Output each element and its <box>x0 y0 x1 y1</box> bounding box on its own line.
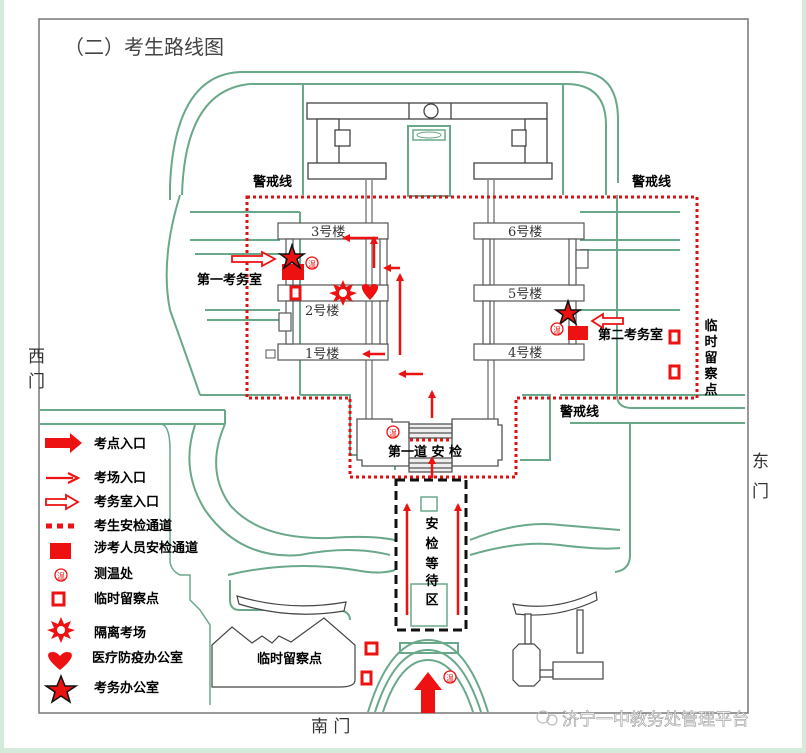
legend-label-1: 考点入口 <box>94 436 146 452</box>
exam-office-stars <box>277 242 583 327</box>
temp-observation-south-label: 临时留察点 <box>257 651 322 667</box>
temperature-icon-text: 温 <box>308 260 316 269</box>
watermark-text: 济宁一中教务处管理平台 <box>562 710 749 730</box>
thermometer-stamp-icon <box>54 568 68 582</box>
waiting-area-char-3: 等 <box>424 556 438 572</box>
hollow-square-icon <box>51 591 66 607</box>
west-gate-char-1: 西 <box>28 347 45 367</box>
temperature-points: 温 温 温 温 <box>305 256 564 684</box>
star-icon <box>553 298 583 327</box>
temperature-icon-text: 温 <box>553 326 561 335</box>
waiting-area-char-1: 安 <box>425 516 438 532</box>
legend-label-4: 考生安检通道 <box>94 518 172 534</box>
filled-square-icon <box>50 543 71 559</box>
waiting-area-char-5: 区 <box>425 593 438 608</box>
east-gate-char-2: 门 <box>752 482 769 502</box>
cordon-label-right: 警戒线 <box>632 174 671 190</box>
west-gate-char-2: 门 <box>28 372 45 392</box>
temperature-icon <box>305 256 319 270</box>
southwest-building <box>211 595 356 688</box>
legend: 温 考点入口 考场入口 考务室入口 考生安检通道 涉考人员安检通道 测温处 临时… <box>40 423 211 705</box>
temp-obs-v-1: 临 <box>704 318 717 334</box>
watermark: 济宁一中教务处管理平台 <box>536 710 749 730</box>
hollow-arrow-icon <box>45 493 80 511</box>
legend-label-9: 医疗防疫办公室 <box>92 650 183 666</box>
legend-label-7: 临时留察点 <box>94 591 159 607</box>
staff-channel-2 <box>568 326 588 340</box>
observation-points <box>289 285 681 686</box>
svg-text:温: 温 <box>57 572 65 581</box>
waiting-area-border <box>394 478 468 632</box>
road-inner-left-arc <box>181 83 251 196</box>
star-icon <box>277 242 307 271</box>
southeast-pavilion <box>512 591 604 687</box>
legend-label-10: 考务办公室 <box>94 680 159 696</box>
building-3-label: 3号楼 <box>311 225 345 240</box>
building-6-label: 6号楼 <box>508 225 542 240</box>
temp-obs-v-3: 留 <box>704 350 717 366</box>
map-border <box>38 18 749 714</box>
south-gate-label: 南 门 <box>311 717 350 737</box>
temp-obs-v-4: 察 <box>704 366 718 382</box>
thick-arrow-icon <box>45 433 82 453</box>
main-entrance-arrow <box>414 672 442 713</box>
right-buildings <box>473 222 589 361</box>
legend-label-8: 隔离考场 <box>94 625 146 641</box>
road-inner-top <box>250 83 607 195</box>
exam-office-1-label: 第一考务室 <box>197 272 262 288</box>
temperature-icon-text: 温 <box>389 429 397 438</box>
legend-label-3: 考务室入口 <box>94 494 159 510</box>
office-1-hollow-arrow <box>231 250 277 268</box>
legend-label-6: 测温处 <box>94 566 134 582</box>
east-gate-char-1: 东 <box>752 452 769 472</box>
cordon-label-bottom: 警戒线 <box>560 404 599 420</box>
temperature-icon <box>443 670 457 684</box>
temperature-icon-text: 温 <box>446 674 454 683</box>
exam-office-2-label: 第二考务室 <box>598 327 663 343</box>
roads <box>40 71 745 713</box>
building-1-label: 1号楼 <box>305 347 339 362</box>
route-arrows <box>342 234 462 615</box>
isolation-room <box>329 280 357 306</box>
office-2-hollow-arrow <box>590 312 624 330</box>
student-security-channel <box>245 195 699 479</box>
staff-channel-1 <box>282 264 304 280</box>
small-box-icon <box>265 349 276 359</box>
building-2-label: 2号楼 <box>305 304 339 319</box>
legend-label-5: 涉考人员安检通道 <box>94 540 198 556</box>
cordon-label-left: 警戒线 <box>253 174 292 190</box>
temp-obs-v-5: 点 <box>704 382 717 398</box>
road-outer-top <box>240 71 619 183</box>
map-title: （二）考生路线图 <box>64 35 224 59</box>
waiting-area-char-2: 检 <box>425 536 438 552</box>
heart-icon <box>361 284 379 300</box>
legend-label-2: 考场入口 <box>94 470 146 486</box>
waiting-area-char-4: 待 <box>424 573 438 589</box>
temp-obs-v-2: 时 <box>704 334 717 350</box>
temperature-icon <box>386 425 400 439</box>
building-4-label: 4号楼 <box>508 346 542 361</box>
road-outer-left-arc <box>169 71 241 200</box>
temperature-icon <box>550 322 564 336</box>
building-5-label: 5号楼 <box>508 287 542 302</box>
thin-arrow-icon <box>67 472 81 484</box>
star-icon <box>43 673 79 704</box>
office-entrance-arrows <box>231 250 624 330</box>
first-security-check-label: 第一道 安 检 <box>388 444 462 460</box>
main-building <box>306 102 553 180</box>
wechat-icon <box>536 710 550 724</box>
heart-icon <box>48 652 72 670</box>
